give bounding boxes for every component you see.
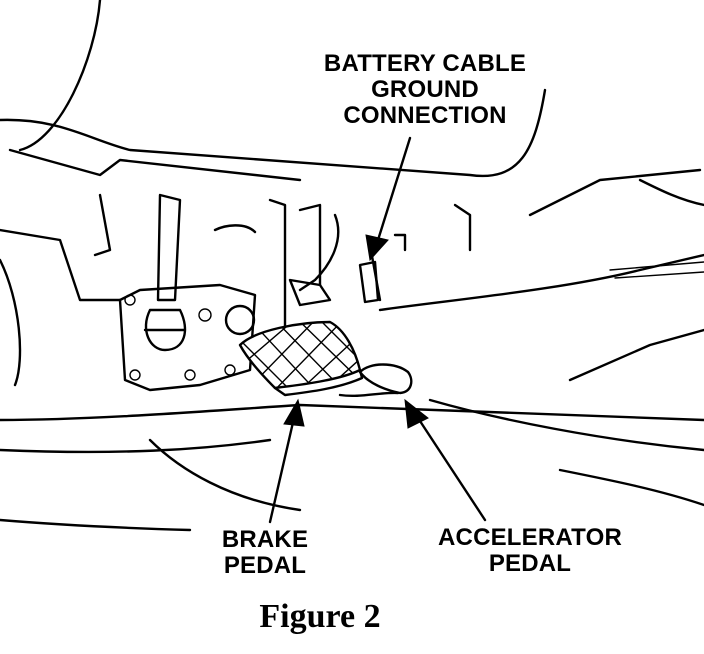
brake-arrow-shaft — [268, 416, 296, 524]
battery-arrow-head — [365, 234, 389, 262]
accelerator-pedal-label-line2: PEDAL — [488, 550, 572, 577]
battery-cable-label-line3: CONNECTION — [343, 102, 507, 129]
ground-cable — [288, 213, 407, 307]
pedal-bracket — [93, 193, 322, 392]
pedal-crosshatch — [240, 322, 360, 388]
accelerator-pedal-label: ACCELERATOR PEDAL — [410, 525, 650, 577]
brake-pedal-label: BRAKE PEDAL — [200, 527, 330, 579]
battery-arrow-shaft — [376, 136, 412, 242]
callout-arrows — [268, 136, 487, 524]
brake-pedal — [238, 320, 364, 397]
pushrod — [143, 193, 187, 352]
accelerator-pedal — [338, 363, 413, 398]
accel-arrow-head — [404, 398, 429, 429]
battery-cable-label-line2: GROUND — [371, 76, 479, 103]
brake-arrow-head — [283, 398, 305, 427]
brake-pedal-label-line2: PEDAL — [223, 552, 307, 579]
brake-pedal-label-line1: BRAKE — [221, 526, 309, 553]
console-right — [0, 178, 704, 532]
battery-cable-label: BATTERY CABLE GROUND CONNECTION — [300, 51, 550, 129]
figure-caption: Figure 2 — [259, 598, 381, 635]
battery-cable-label-line1: BATTERY CABLE — [323, 50, 527, 77]
accelerator-pedal-label-line1: ACCELERATOR — [438, 524, 622, 551]
dashboard-outline — [0, 0, 702, 387]
accel-arrow-shaft — [416, 416, 487, 522]
